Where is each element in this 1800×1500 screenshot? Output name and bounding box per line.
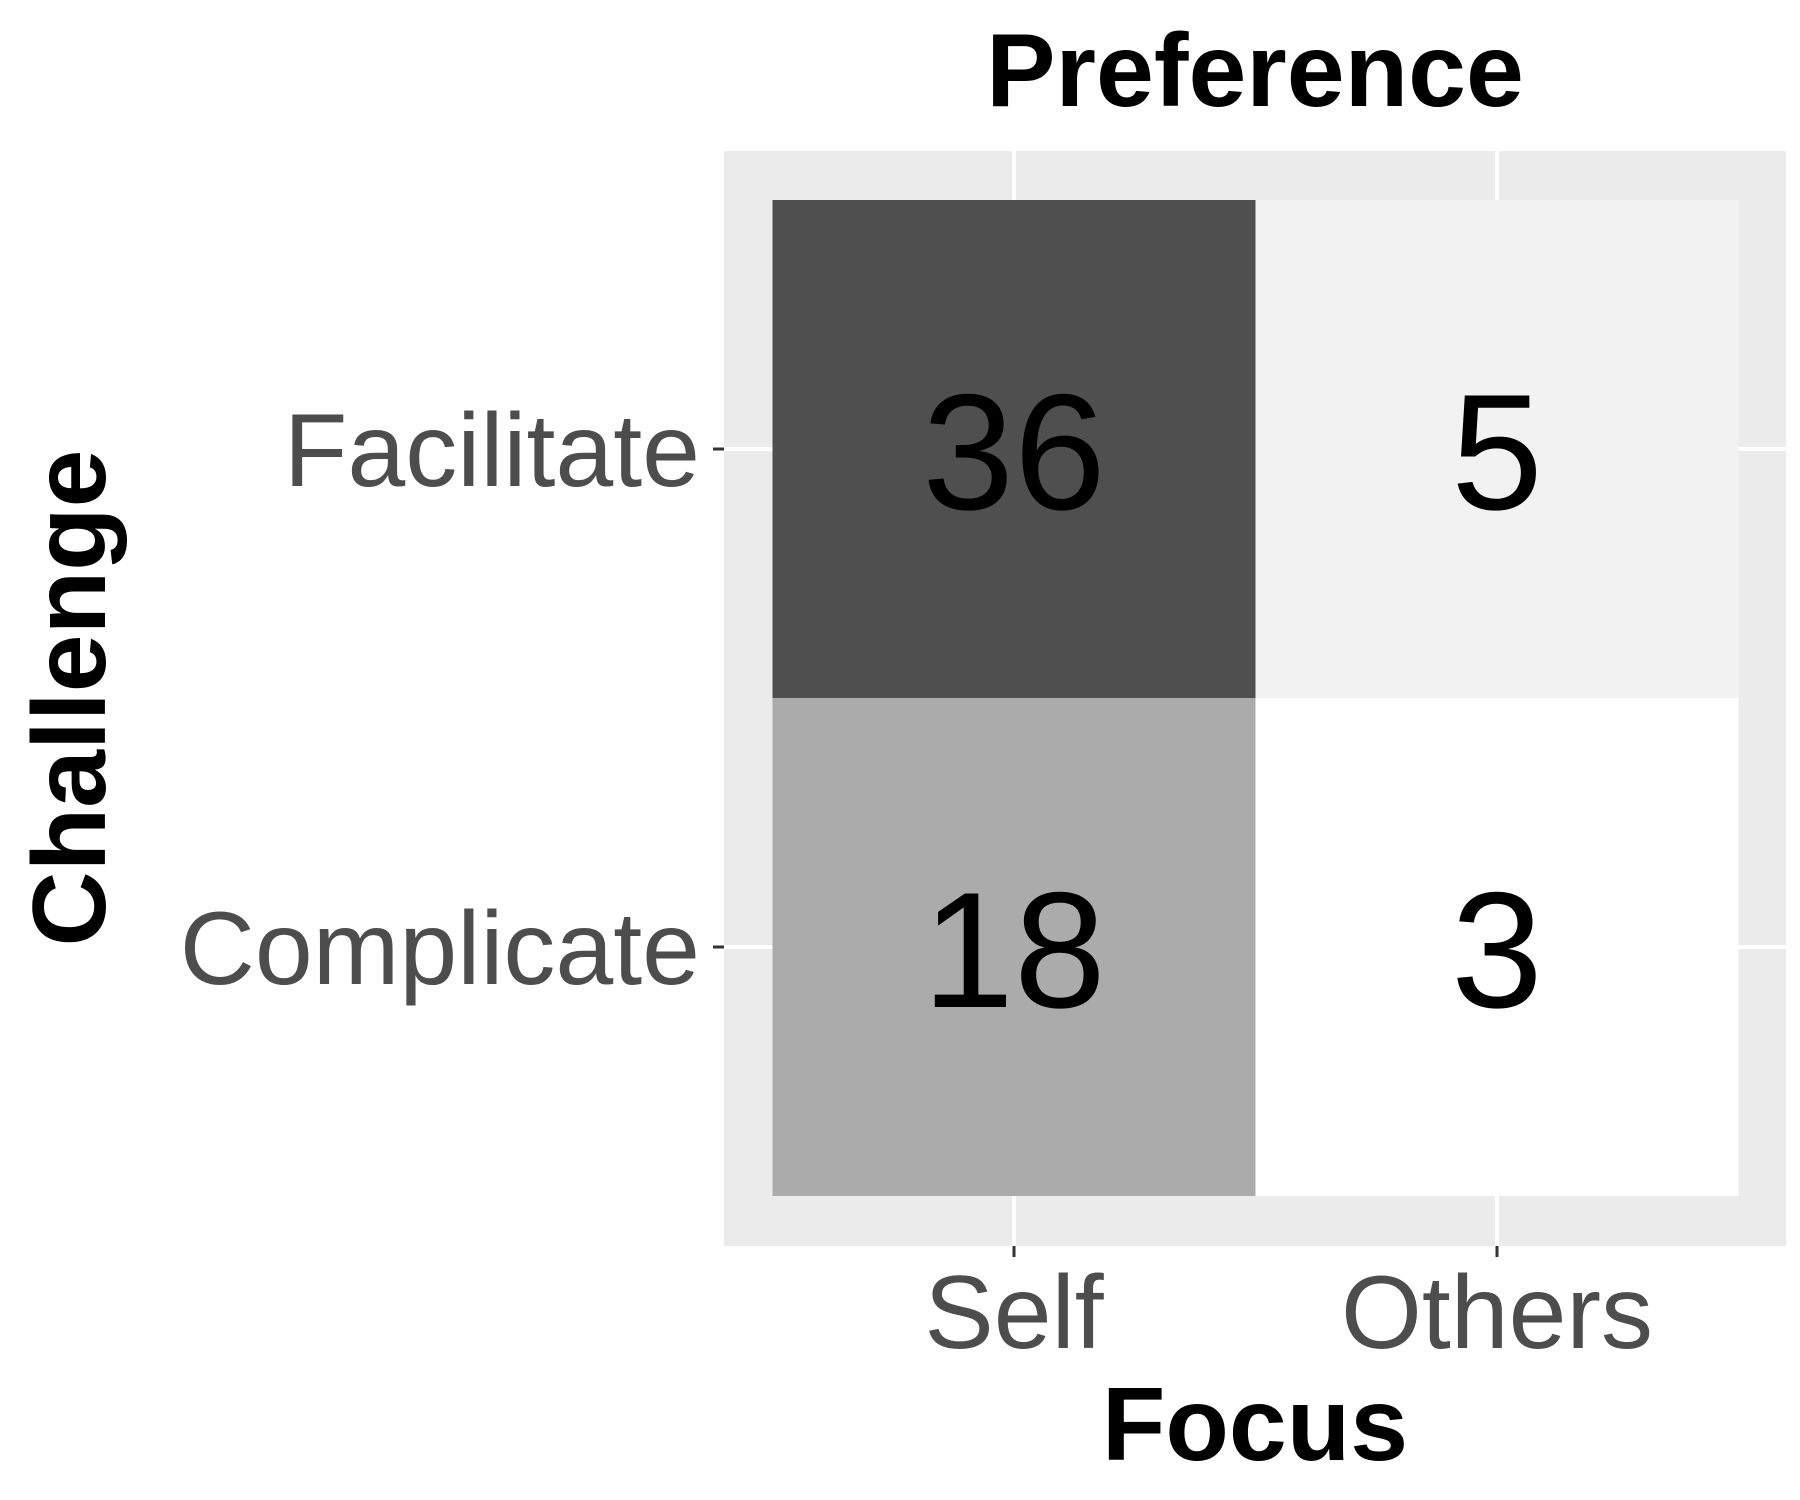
y-tick-label-complicate: Complicate bbox=[180, 891, 700, 1007]
heatmap-cells bbox=[772, 200, 1739, 1196]
cell-labels: 36 5 18 3 bbox=[922, 360, 1543, 1042]
cell-complicate-others bbox=[1255, 698, 1739, 1196]
cell-label-complicate-self: 18 bbox=[922, 858, 1106, 1042]
cell-label-facilitate-others: 5 bbox=[1451, 360, 1543, 544]
cell-label-facilitate-self: 36 bbox=[922, 360, 1106, 544]
chart-title: Preference bbox=[986, 13, 1524, 129]
y-axis-title: Challenge bbox=[12, 450, 128, 947]
x-axis-title: Focus bbox=[1102, 1367, 1408, 1483]
cell-complicate-self bbox=[772, 698, 1256, 1196]
cell-facilitate-self bbox=[772, 200, 1256, 698]
cell-label-complicate-others: 3 bbox=[1451, 858, 1543, 1042]
x-tick-label-self: Self bbox=[924, 1255, 1104, 1371]
axis-ticks bbox=[713, 447, 1499, 1257]
x-tick-label-others: Others bbox=[1341, 1255, 1653, 1371]
cell-facilitate-others bbox=[1255, 200, 1739, 698]
y-tick-label-facilitate: Facilitate bbox=[284, 393, 700, 509]
